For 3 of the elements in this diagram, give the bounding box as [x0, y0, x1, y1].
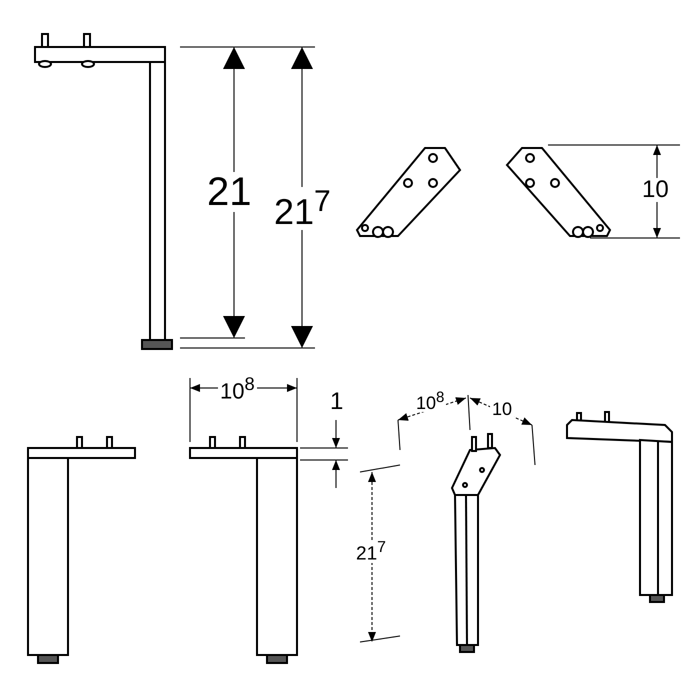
dimension-label: 10$^{8}$ — [414, 390, 446, 412]
dimension-label: 21$^{7}$ — [354, 540, 388, 564]
dimension-label: 10 — [490, 400, 514, 418]
